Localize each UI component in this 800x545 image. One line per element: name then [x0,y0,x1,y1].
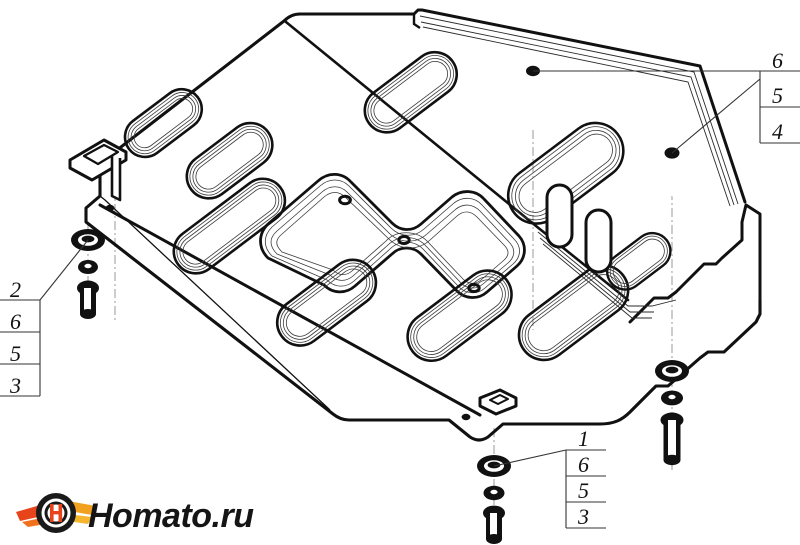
callout-bottom-num-3: 3 [577,504,589,529]
callout-top-right-num-0: 6 [772,48,783,73]
tab-left-slot [82,143,120,166]
homato-logo[interactable]: Homato.ru [16,493,255,535]
winged-circle-h-icon [16,493,96,533]
plate-top-fold-line [284,20,630,302]
rib-lower-right [517,264,630,362]
logo-h-crossbar [50,511,62,515]
mount-hole-center-lower [467,282,481,294]
hex-bolt-right [660,412,684,466]
rib-lower-left [275,258,378,347]
rib-right-oval [506,121,625,225]
fastener-stack-right [655,360,689,466]
small-washer-right [661,390,683,406]
slot-left [545,183,574,249]
flange-step-notch [412,14,421,29]
rib-left-row2 [185,121,274,200]
flange-upper-edge [298,8,747,204]
callout-left-num-2: 5 [10,341,21,366]
small-washer-left [78,260,98,274]
rib-center-zigzag [259,172,526,299]
callout-bottom-num-1: 6 [578,452,589,477]
callout-bottom[interactable]: 1 6 5 3 [565,426,606,529]
logo-wordmark: Homato.ru [88,497,254,535]
rib-lower-center [406,269,513,363]
callout-left-num-1: 6 [10,309,21,334]
rib-upper-left [123,87,204,159]
hex-bolt-left [77,280,99,319]
mount-hole-bottom-tab [461,413,471,421]
plate-right-rear-wall [628,203,762,324]
leader-left [39,239,89,301]
leader-lines [39,70,761,467]
bottom-center-mount-tab [478,388,518,416]
slot-right [584,208,613,274]
flange-fold-lines [419,15,739,207]
small-washer-bottom [483,485,505,501]
callout-bottom-num-0: 1 [578,426,589,451]
callout-left[interactable]: 2 6 5 3 [0,277,41,398]
tab-bottom-slot [489,394,509,405]
callout-left-num-0: 2 [10,277,21,302]
callout-top-right-num-1: 5 [772,83,783,108]
callout-top-right-num-2: 4 [772,119,783,144]
slot-cutouts [545,183,613,274]
flange-top-face [300,9,746,222]
skid-plate-body [84,8,762,442]
large-washer-right [655,360,689,382]
right-band-fold-lines [537,231,677,319]
callout-left-num-3: 3 [9,373,21,398]
leader-top-right-b [671,78,761,154]
mount-hole-left-tab [105,204,115,212]
callout-top-right[interactable]: 6 5 4 [759,48,800,144]
rib-top-center [363,50,459,134]
hex-bolt-bottom [483,505,505,544]
mount-hole-center-upper [338,194,352,206]
upper-left-mount-tab [68,138,128,202]
leader-bottom [493,449,567,467]
stamped-ribs [123,50,672,363]
callout-bottom-num-2: 5 [578,478,589,503]
mount-hole-center-mid [397,234,411,246]
rib-midleft-long [172,177,287,275]
plate-left-fold [99,195,331,411]
tab-left-post [110,156,122,202]
fastener-stack-left [71,229,105,319]
fastener-stack-bottom [477,455,511,544]
rib-far-right [606,231,672,291]
